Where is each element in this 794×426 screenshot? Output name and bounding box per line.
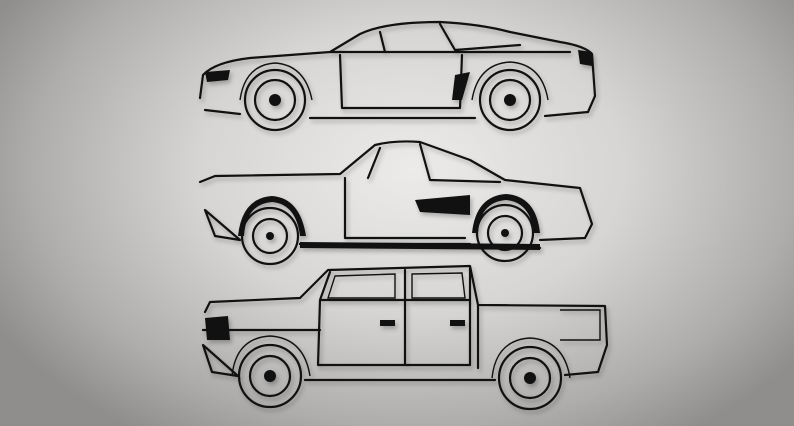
top-car-silhouette	[198, 20, 597, 132]
bottom-truck-silhouette	[201, 264, 609, 411]
middle-car-silhouette	[198, 140, 594, 266]
